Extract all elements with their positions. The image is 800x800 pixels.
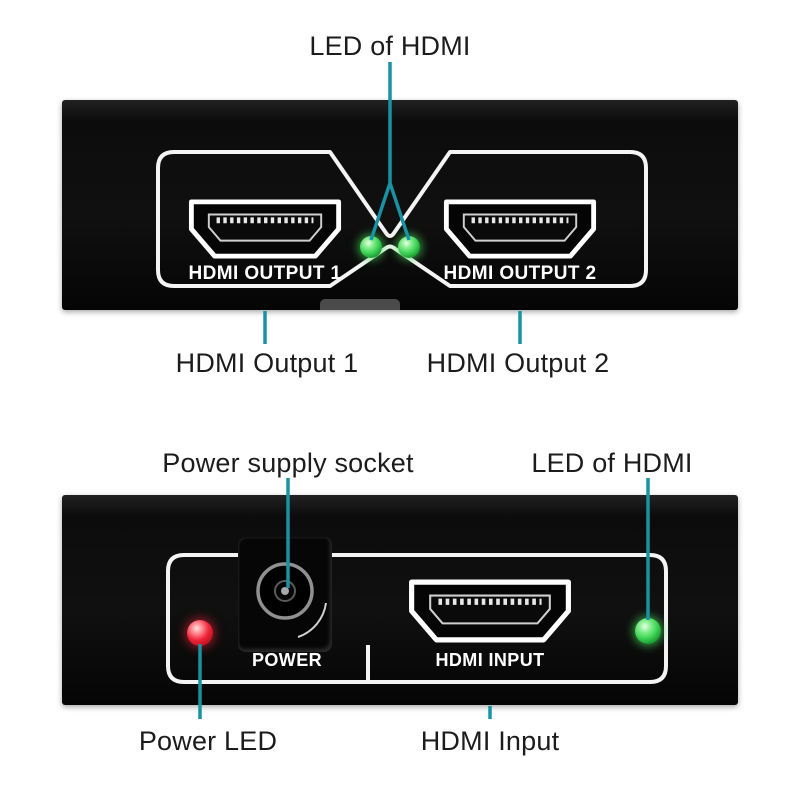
power-jack-barrel-icon [256, 562, 327, 638]
hdmi-input-callout-label: HDMI Input [420, 726, 560, 756]
hdmi-input-port [409, 579, 571, 643]
jack-highlight [297, 602, 327, 638]
input-faceplate-outline [166, 553, 668, 684]
input-face-panel: POWER HDMI INPUT [62, 495, 738, 705]
faceplate-outline-path [166, 553, 668, 684]
power-supply-socket [238, 537, 332, 652]
hdmi-output-1-led-icon [360, 236, 382, 258]
bottom-tab-notch [320, 299, 400, 310]
power-led-icon [187, 620, 213, 646]
power-panel-label: POWER [251, 650, 323, 670]
hdmi-output-1-callout-label: HDMI Output 1 [175, 348, 359, 378]
power-led-callout-label: Power LED [138, 726, 278, 756]
bottom-led-callout-label: LED of HDMI [531, 448, 693, 478]
hdmi-input-led-icon [635, 618, 661, 644]
top-led-callout-label: LED of HDMI [309, 31, 471, 61]
jack-center-pin [281, 587, 289, 595]
hdmi-output-1-panel-label: HDMI OUTPUT 1 [188, 263, 342, 284]
output-faceplate-outline [156, 150, 648, 288]
hdmi-input-panel-label: HDMI INPUT [435, 650, 545, 670]
hdmi-output-2-callout-label: HDMI Output 2 [426, 348, 610, 378]
output-face-panel: HDMI OUTPUT 1 HDMI OUTPUT 2 [62, 100, 738, 310]
hdmi-output-1-port [188, 199, 342, 259]
power-socket-callout-label: Power supply socket [162, 448, 414, 478]
hdmi-output-2-panel-label: HDMI OUTPUT 2 [443, 263, 597, 284]
hdmi-output-2-port [443, 199, 597, 259]
hdmi-output-2-led-icon [398, 236, 420, 258]
